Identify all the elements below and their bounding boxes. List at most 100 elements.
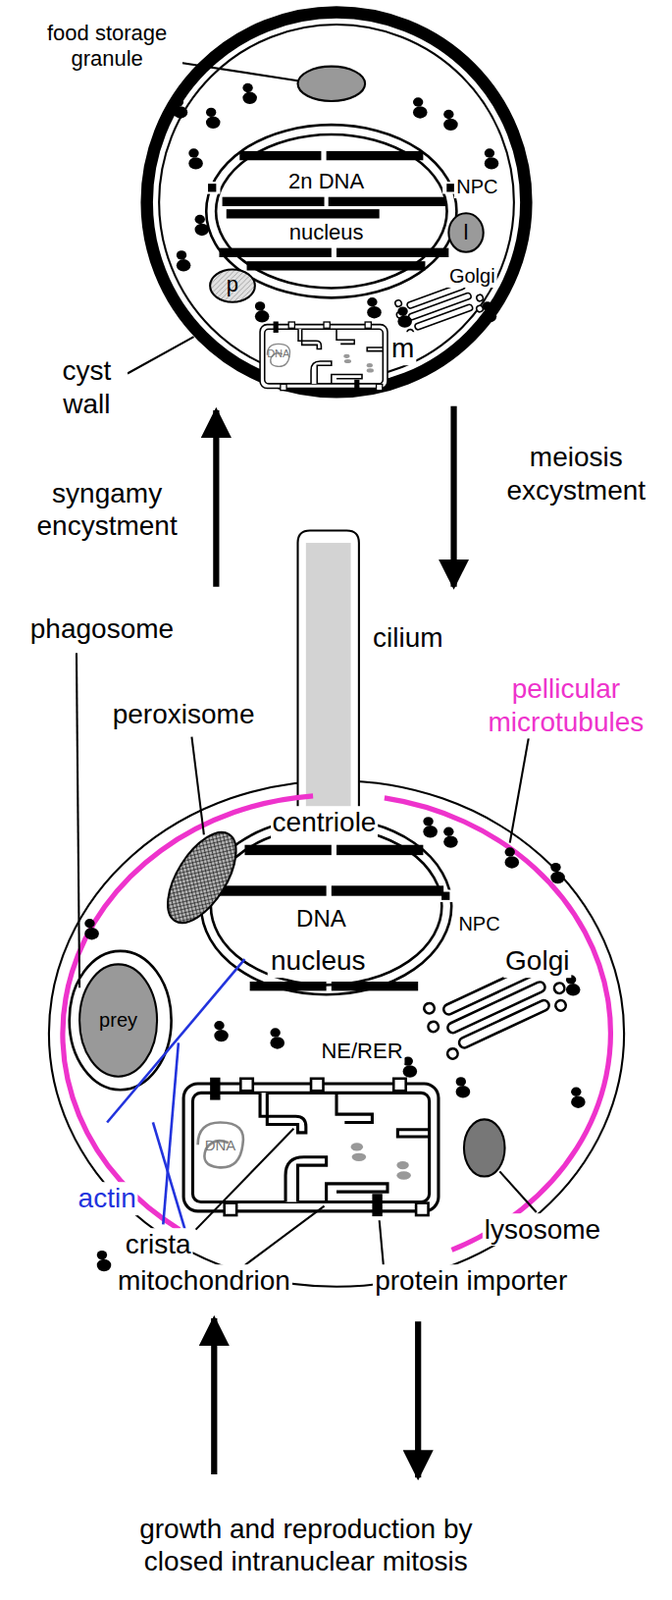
organelle-label: 2n DNA (285, 168, 367, 195)
drawing-part (397, 314, 413, 327)
drawing-part (206, 107, 221, 129)
drawing-part (450, 406, 457, 587)
leader-lines (76, 60, 537, 1265)
organelle-node: p (211, 269, 254, 301)
drawing-part (97, 1249, 107, 1259)
part-label: cyst wall (45, 354, 128, 420)
drawing-part (213, 1029, 229, 1041)
drawing-part (247, 260, 426, 270)
drawing-part (176, 258, 192, 271)
drawing-part (239, 151, 321, 160)
drawing-part (570, 1094, 586, 1107)
drawing-part (448, 212, 483, 252)
organelle-node: DNA (261, 342, 295, 365)
drawing-part (127, 336, 195, 373)
drawing-part (550, 862, 561, 872)
part-label: lysosome (482, 1212, 603, 1246)
drawing-part (366, 297, 382, 318)
drawing-part (298, 530, 360, 817)
drawing-part (366, 306, 382, 318)
drawing-part (298, 66, 366, 102)
drawing-part (422, 816, 433, 826)
drawing-part (206, 116, 221, 129)
drawing-part (191, 736, 204, 835)
drawing-part (49, 779, 624, 1287)
drawing-part (244, 844, 331, 855)
drawing-part (413, 97, 428, 118)
drawing-part (566, 982, 581, 995)
drawing-part (331, 884, 444, 895)
drawing-part (269, 1027, 285, 1048)
cycle-arrows (213, 406, 454, 1477)
drawing-part (414, 1320, 421, 1477)
drawing-part (566, 974, 581, 995)
drawing-part (173, 97, 184, 106)
organelle-node: DNA (193, 1130, 245, 1161)
drawing-part (443, 118, 459, 131)
drawing-part (456, 1076, 471, 1097)
drawing-part (570, 1086, 586, 1108)
drawing-part (413, 105, 428, 118)
drawing-part (397, 306, 413, 327)
drawing-part (259, 320, 388, 391)
part-label: syngamy encystment (26, 476, 188, 543)
drawing-part (213, 1020, 229, 1041)
drawing-part (250, 981, 327, 990)
drawing-part (106, 958, 245, 1122)
drawing-part (443, 834, 459, 847)
part-label: m (389, 332, 416, 366)
organelle-label: l (461, 219, 472, 246)
drawing-part (207, 183, 216, 192)
drawing-part (505, 855, 520, 868)
drawing-part (206, 107, 216, 117)
drawing-part (269, 1035, 285, 1048)
part-label: food storage granule (31, 19, 183, 72)
drawing-part (456, 1085, 471, 1097)
drawing-part (403, 1064, 418, 1077)
drawing-part (196, 1128, 295, 1230)
drawing-part (222, 197, 325, 207)
drawing-part (336, 248, 449, 258)
drawing-part (484, 148, 495, 157)
drawing-part (550, 862, 566, 883)
drawing-part (484, 148, 500, 169)
drawing-part (482, 301, 493, 311)
part-label: cilium (370, 620, 446, 655)
part-label: Golgi (503, 943, 571, 978)
drawing-part (206, 822, 447, 989)
drawing-part (69, 950, 172, 1089)
drawing-part (443, 827, 454, 836)
drawing-part (209, 268, 256, 302)
drawing-part (413, 97, 423, 106)
drawing-part (218, 884, 326, 895)
drawing-part (188, 148, 199, 157)
drawing-part (379, 1219, 384, 1265)
drawing-part (484, 156, 500, 169)
drawing-part (195, 214, 210, 236)
part-label: meiosis excystment (495, 441, 657, 508)
drawing-part (499, 1170, 536, 1212)
part-label: Golgi (447, 263, 498, 288)
drawing-part (505, 846, 520, 868)
drawing-part (176, 250, 192, 271)
drawing-part (505, 846, 516, 856)
organelle-label: p (223, 271, 242, 298)
drawing-part (336, 844, 423, 855)
organelle-label: DNA (202, 1136, 240, 1154)
organelle-label: prey (96, 1007, 141, 1032)
drawing-part (443, 109, 459, 131)
drawing-part (570, 1086, 581, 1096)
drawing-part (213, 1020, 224, 1030)
part-label: growth and reproduction by closed intran… (107, 1511, 505, 1578)
drawing-part (76, 652, 80, 987)
drawing-part (443, 827, 459, 848)
drawing-part (84, 918, 100, 939)
drawing-part (183, 1077, 439, 1216)
drawing-part (255, 301, 265, 311)
drawing-part (328, 197, 447, 207)
drawing-part (97, 1258, 112, 1271)
part-label: protein importer (372, 1263, 569, 1297)
drawing-part (206, 822, 447, 989)
drawing-part (331, 981, 418, 990)
drawing-part (242, 92, 258, 104)
